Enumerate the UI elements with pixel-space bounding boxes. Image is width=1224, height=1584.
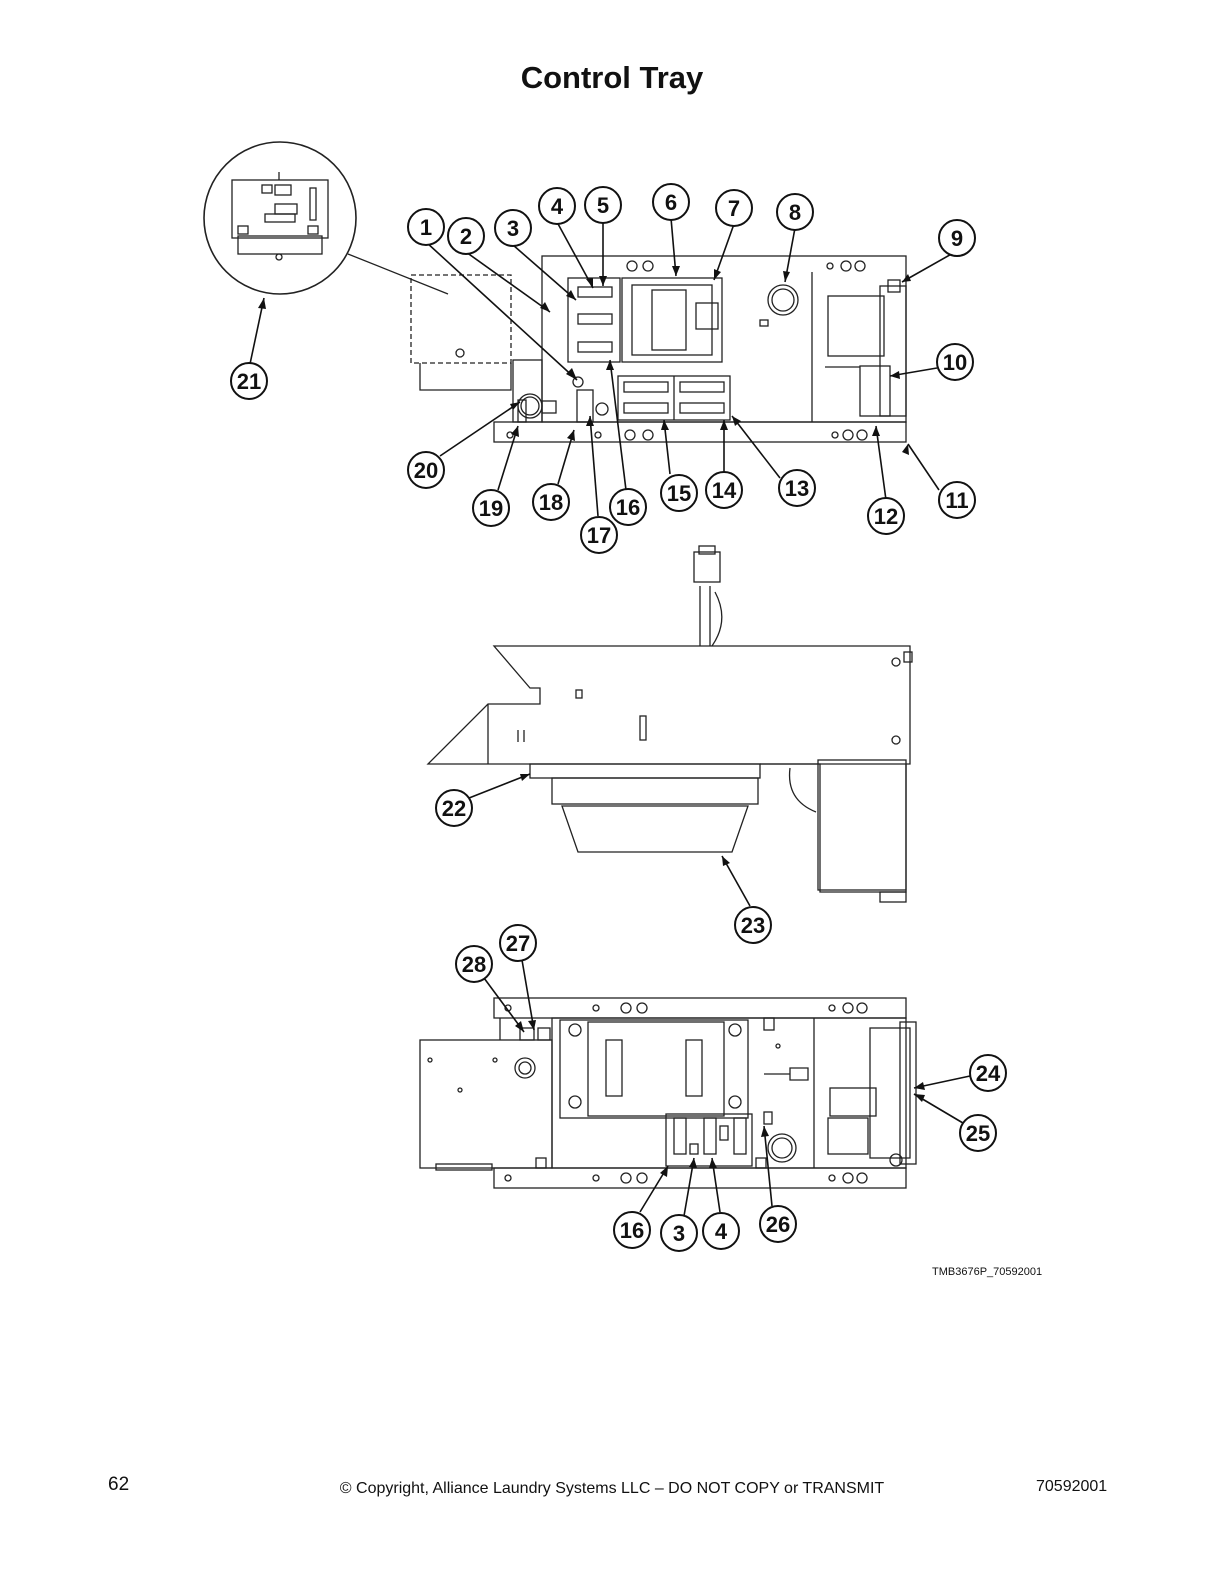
callout-label: 4 bbox=[551, 194, 564, 219]
callout-20: 20 bbox=[407, 451, 445, 489]
callout-label: 1 bbox=[420, 215, 432, 240]
callout-label: 22 bbox=[442, 796, 466, 821]
leader-arrowheads bbox=[258, 266, 925, 1177]
callout-26: 26 bbox=[759, 1205, 797, 1243]
callout-label: 19 bbox=[479, 496, 503, 521]
callout-21: 21 bbox=[230, 362, 268, 400]
callout-23: 23 bbox=[734, 906, 772, 944]
callout-10: 10 bbox=[936, 343, 974, 381]
callout-16: 16 bbox=[613, 1211, 651, 1249]
callout-label: 26 bbox=[766, 1212, 790, 1237]
callout-label: 3 bbox=[673, 1221, 685, 1246]
callout-label: 20 bbox=[414, 458, 438, 483]
callout-label: 9 bbox=[951, 226, 963, 251]
callout-5: 5 bbox=[584, 186, 622, 224]
document-number: 70592001 bbox=[1036, 1478, 1108, 1495]
callout-label: 24 bbox=[976, 1061, 1001, 1086]
copyright-notice: © Copyright, Alliance Laundry Systems LL… bbox=[339, 1480, 885, 1497]
callout-19: 19 bbox=[472, 489, 510, 527]
callout-label: 2 bbox=[460, 224, 472, 249]
bottom-view-tray bbox=[419, 997, 917, 1189]
callout-2: 2 bbox=[447, 217, 485, 255]
callout-16: 16 bbox=[609, 488, 647, 526]
callout-17: 17 bbox=[580, 516, 618, 554]
callout-label: 13 bbox=[785, 476, 809, 501]
callout-label: 7 bbox=[728, 196, 740, 221]
callout-15: 15 bbox=[660, 474, 698, 512]
callout-label: 10 bbox=[943, 350, 967, 375]
callout-label: 3 bbox=[507, 216, 519, 241]
callout-label: 27 bbox=[506, 931, 530, 956]
callout-12: 12 bbox=[867, 497, 905, 535]
side-view-tray bbox=[426, 545, 913, 903]
callout-label: 25 bbox=[966, 1121, 990, 1146]
top-view-tray bbox=[203, 141, 907, 443]
callout-label: 14 bbox=[712, 478, 737, 503]
callout-label: 5 bbox=[597, 193, 609, 218]
callout-14: 14 bbox=[705, 471, 743, 509]
callout-27: 27 bbox=[499, 924, 537, 962]
callout-8: 8 bbox=[776, 193, 814, 231]
callout-24: 24 bbox=[969, 1054, 1007, 1092]
callout-18: 18 bbox=[532, 483, 570, 521]
callout-3: 3 bbox=[494, 209, 532, 247]
callout-3: 3 bbox=[660, 1214, 698, 1252]
callout-label: 16 bbox=[616, 495, 640, 520]
callout-1: 1 bbox=[407, 208, 445, 246]
callout-label: 17 bbox=[587, 523, 611, 548]
callout-6: 6 bbox=[652, 183, 690, 221]
callout-label: 4 bbox=[715, 1219, 728, 1244]
page-number: 62 bbox=[108, 1474, 130, 1495]
callout-label: 15 bbox=[667, 481, 691, 506]
callout-label: 21 bbox=[237, 369, 261, 394]
callout-label: 28 bbox=[462, 952, 486, 977]
callout-label: 23 bbox=[741, 913, 765, 938]
callout-4: 4 bbox=[702, 1212, 740, 1250]
callout-11: 11 bbox=[938, 481, 976, 519]
page-title: Control Tray bbox=[520, 60, 704, 95]
callout-label: 16 bbox=[620, 1218, 644, 1243]
callout-label: 12 bbox=[874, 504, 898, 529]
callout-22: 22 bbox=[435, 789, 473, 827]
callout-label: 8 bbox=[789, 200, 801, 225]
callout-7: 7 bbox=[715, 189, 753, 227]
callout-9: 9 bbox=[938, 219, 976, 257]
callout-4: 4 bbox=[538, 187, 576, 225]
callout-13: 13 bbox=[778, 469, 816, 507]
callout-label: 18 bbox=[539, 490, 563, 515]
drawing-reference-code: TMB3676P_70592001 bbox=[932, 1266, 1043, 1278]
callout-label: 11 bbox=[945, 488, 968, 513]
callout-label: 6 bbox=[665, 190, 677, 215]
callout-28: 28 bbox=[455, 945, 493, 983]
callout-25: 25 bbox=[959, 1114, 997, 1152]
